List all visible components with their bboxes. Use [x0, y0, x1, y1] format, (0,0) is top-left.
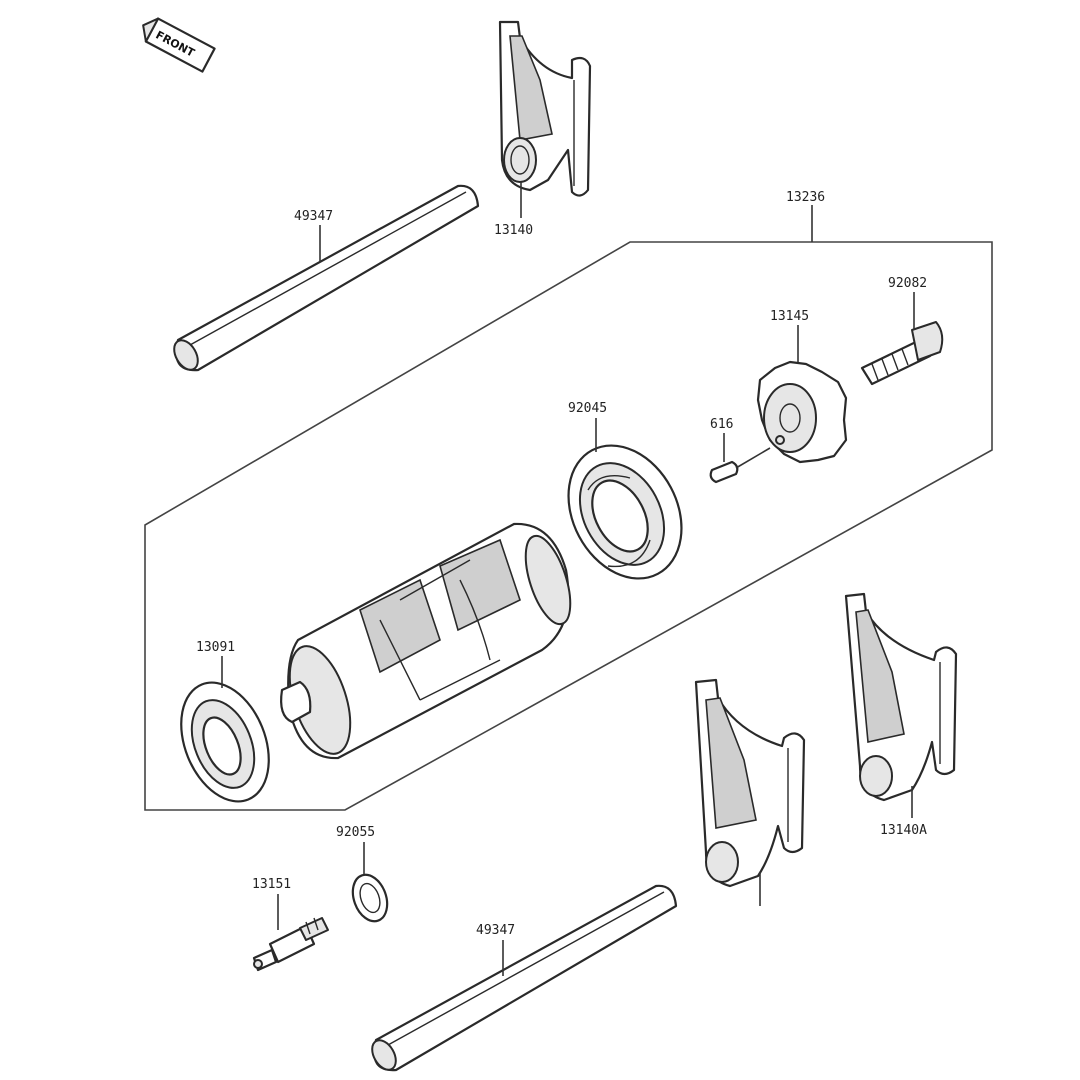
- shift-fork-right: [844, 592, 958, 802]
- label-bearing-left: 13091: [196, 640, 235, 655]
- shift-rod-top: [173, 184, 480, 372]
- assembly-frame: [144, 241, 993, 811]
- label-assembly: 13236: [786, 190, 825, 205]
- label-shaft-bottom: 49347: [476, 923, 515, 938]
- leader-pin-to-plate: [735, 447, 771, 469]
- washer: [351, 873, 389, 923]
- shift-rod-bottom: [371, 884, 678, 1072]
- label-pin: 616: [710, 417, 733, 432]
- neutral-switch: [252, 917, 329, 972]
- shift-drum: [280, 522, 572, 760]
- bolt: [860, 321, 944, 386]
- label-star-plate: 13145: [770, 309, 809, 324]
- label-fork-right: 13140A: [880, 823, 927, 838]
- front-arrow-icon: [142, 17, 160, 43]
- bearing-left: [180, 681, 270, 803]
- label-bearing-right: 92045: [568, 401, 607, 416]
- front-mark: FRONT: [142, 17, 216, 73]
- shift-drum-star-plate: [756, 360, 848, 464]
- label-fork-top: 13140: [494, 223, 533, 238]
- dowel-pin: [709, 460, 739, 484]
- label-shaft-top: 49347: [294, 209, 333, 224]
- bearing-right: [567, 444, 683, 580]
- label-bolt: 92082: [888, 276, 927, 291]
- shift-fork-top: [498, 20, 592, 197]
- shift-fork-middle: [694, 678, 806, 888]
- label-switch: 13151: [252, 877, 291, 892]
- label-washer: 92055: [336, 825, 375, 840]
